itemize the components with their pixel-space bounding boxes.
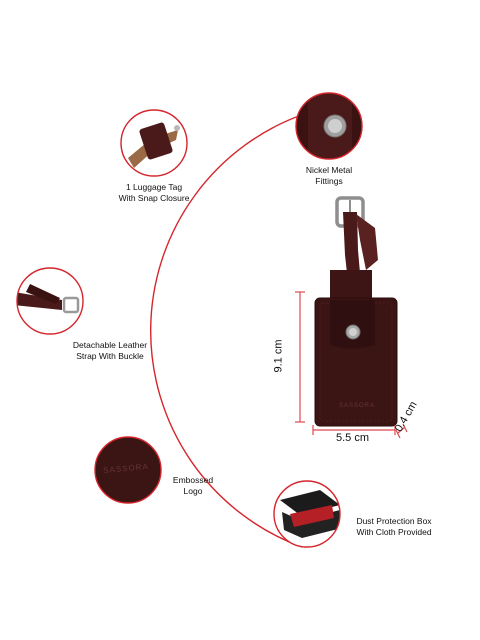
embossed-logo-thumbnail [95,437,161,503]
leather-strap-thumbnail [17,268,83,334]
nickel-fittings-caption: Nickel Metal Fittings [305,165,353,186]
product-logo-text: SASSORA [338,403,375,409]
height-dimension-label: 9.1 cm [272,339,285,373]
width-dimension-label: 5.5 cm [336,432,370,444]
leather-strap-caption: Detachable Leather Strap With Buckle [72,340,148,361]
connecting-arc [150,112,308,548]
luggage-tag-caption: 1 Luggage Tag With Snap Closure [118,182,190,203]
dust-box-bubble [273,480,341,548]
luggage-tag-bubble [120,109,188,177]
embossed-logo-caption: Embossed Logo [172,475,214,496]
luggage-tag-thumbnail [121,110,187,176]
nickel-fittings-thumbnail [296,93,362,159]
dust-box-caption: Dust Protection Box With Cloth Provided [356,516,432,537]
dust-box-thumbnail [274,481,340,547]
luggage-tag-product [314,196,398,427]
leather-strap-bubble [16,267,84,335]
width-dimension-line [312,425,396,435]
nickel-fittings-bubble [295,92,363,160]
embossed-logo-bubble [94,436,162,504]
depth-dimension-line [395,423,408,439]
height-dimension-line [295,291,305,423]
